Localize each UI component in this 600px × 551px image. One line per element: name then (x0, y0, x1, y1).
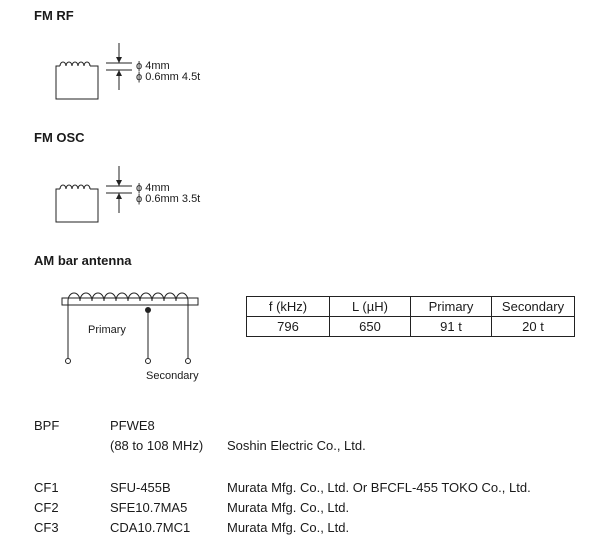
bpf-label: BPF (34, 418, 60, 433)
am-secondary-label: Secondary (146, 370, 199, 382)
table-header: Primary (410, 296, 492, 317)
table-header: L (µH) (329, 296, 411, 317)
bpf-part: PFWE8 (110, 418, 155, 433)
cf3-part: CDA10.7MC1 (110, 520, 191, 535)
am-primary-label: Primary (88, 324, 126, 336)
cf2-label: CF2 (34, 500, 59, 515)
cf3-label: CF3 (34, 520, 59, 535)
cf1-part: SFU-455B (110, 480, 171, 495)
am-antenna-heading: AM bar antenna (34, 253, 132, 268)
table-cell: 650 (329, 316, 411, 337)
am-antenna-spec-table: f (kHz) L (µH) Primary Secondary 796 650… (246, 296, 575, 337)
table-cell: 91 t (410, 316, 492, 337)
cf2-maker: Murata Mfg. Co., Ltd. (227, 500, 350, 515)
table-row: 796 650 91 t 20 t (246, 316, 575, 337)
cf2-part: SFE10.7MA5 (110, 500, 188, 515)
table-header: Secondary (491, 296, 575, 317)
fm-osc-diameter: ϕ 4mm (136, 182, 170, 194)
fm-osc-wire: ϕ 0.6mm 3.5t (136, 193, 201, 205)
cf3-maker: Murata Mfg. Co., Ltd. (227, 520, 350, 535)
table-cell: 20 t (491, 316, 575, 337)
bpf-maker: Soshin Electric Co., Ltd. (227, 438, 366, 453)
fm-osc-coil-diagram (55, 166, 132, 223)
table-header: f (kHz) (246, 296, 330, 317)
fm-rf-diameter: ϕ 4mm (136, 60, 170, 72)
cf1-label: CF1 (34, 480, 59, 495)
cf1-maker: Murata Mfg. Co., Ltd. Or BFCFL-455 TOKO … (227, 480, 531, 495)
fm-rf-coil-diagram (55, 43, 132, 100)
table-header-row: f (kHz) L (µH) Primary Secondary (246, 296, 575, 317)
fm-rf-wire: ϕ 0.6mm 4.5t (136, 71, 201, 83)
table-cell: 796 (246, 316, 330, 337)
fm-osc-heading: FM OSC (34, 130, 85, 145)
bpf-range: (88 to 108 MHz) (110, 438, 204, 453)
am-antenna-diagram (61, 292, 199, 364)
fm-rf-heading: FM RF (34, 8, 74, 23)
